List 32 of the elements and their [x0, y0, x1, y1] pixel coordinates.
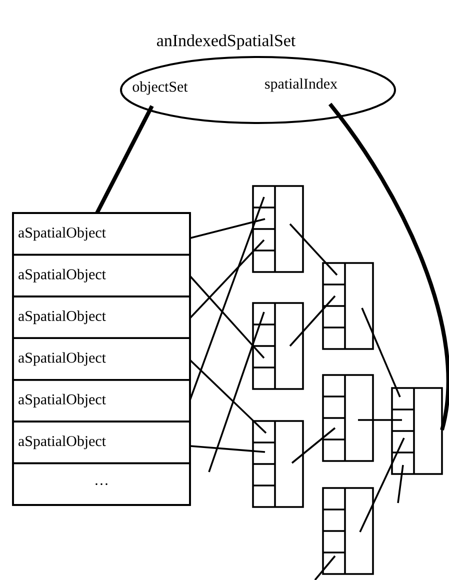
list-row: … — [12, 462, 191, 506]
list-row: aSpatialObject — [12, 254, 191, 298]
index-node — [322, 487, 374, 575]
connector-line — [291, 427, 336, 464]
slot-label: spatialIndex — [265, 78, 338, 92]
list-row: aSpatialObject — [12, 420, 191, 464]
connector-line — [189, 196, 265, 400]
slot-label: objectSet — [132, 81, 188, 95]
index-node — [252, 185, 304, 273]
index-node — [391, 387, 443, 475]
connector-line — [190, 445, 266, 453]
connector-line — [208, 312, 265, 472]
list-row: aSpatialObject — [12, 212, 191, 256]
list-row: aSpatialObject — [12, 337, 191, 381]
connector-line — [189, 275, 265, 359]
list-row: aSpatialObject — [12, 378, 191, 422]
connector-line — [314, 555, 336, 580]
index-node — [252, 420, 304, 508]
index-node — [322, 374, 374, 462]
object-title: anIndexedSpatialSet — [156, 34, 296, 50]
list-row: aSpatialObject — [12, 296, 191, 340]
connector-line — [190, 218, 266, 239]
connector-line — [189, 359, 267, 434]
index-node — [322, 262, 374, 350]
connector-line — [289, 223, 338, 276]
index-node — [252, 302, 304, 390]
connector-line — [189, 239, 265, 319]
connector-line — [358, 419, 402, 421]
connector-line — [397, 464, 404, 504]
connector-line — [95, 105, 154, 214]
connector-line — [359, 438, 405, 532]
connector-line — [361, 308, 401, 398]
